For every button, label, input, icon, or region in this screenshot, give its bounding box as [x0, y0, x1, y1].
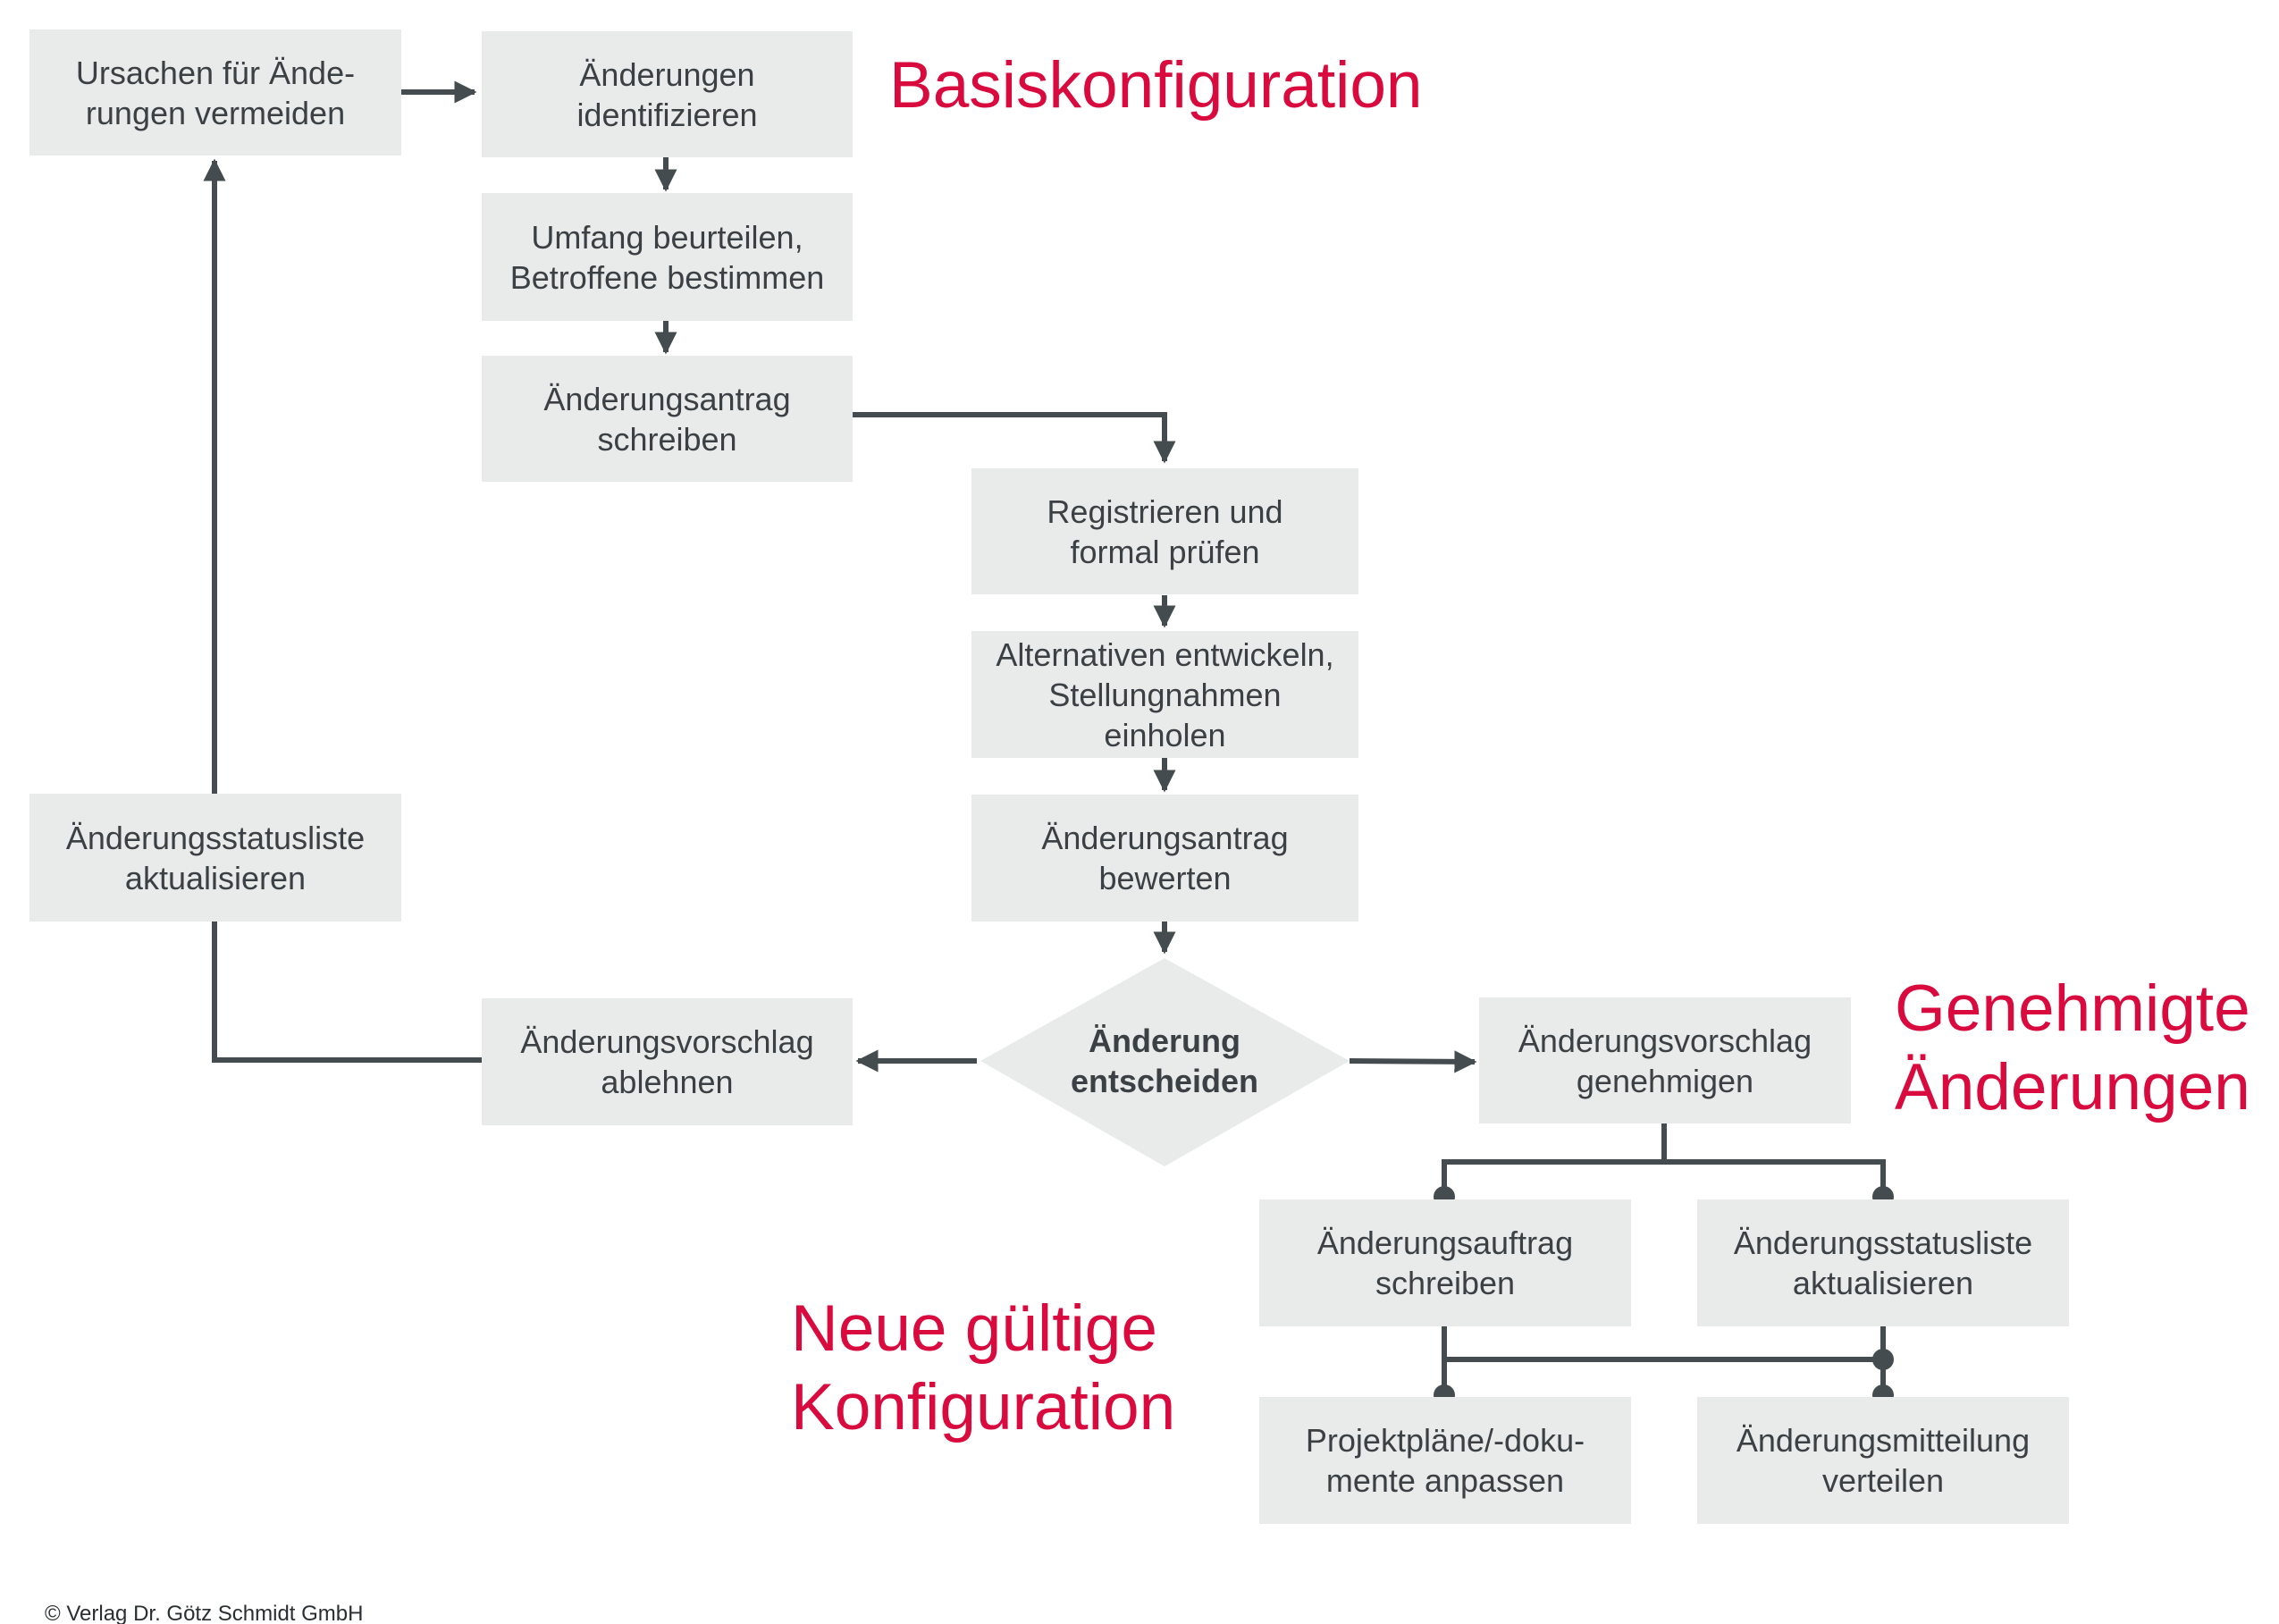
- heading-neue-konfiguration: Neue gültige Konfiguration: [791, 1292, 1176, 1443]
- decision-diamond: [980, 958, 1350, 1166]
- node-umfang: Umfang beurteilen, Betroffene bestimmen: [482, 193, 853, 321]
- edge-branch-bar-top: [1442, 1159, 1886, 1197]
- node-antrag-bewerten: Änderungsantrag bewerten: [971, 795, 1358, 921]
- node-auftrag-schreiben: Änderungsauftrag schreiben: [1259, 1199, 1631, 1326]
- node-mitteilung: Änderungsmitteilung verteilen: [1697, 1397, 2069, 1524]
- heading-basiskonfiguration: Basiskonfiguration: [889, 49, 1423, 122]
- node-statusliste-links-label: Änderungsstatusliste aktualisieren: [65, 819, 366, 896]
- node-antrag-schreiben-label: Änderungsantrag schreiben: [543, 380, 791, 458]
- node-statusliste-rechts: Änderungsstatusliste aktualisieren: [1697, 1199, 2069, 1326]
- node-genehmigen-label: Änderungsvorschlag genehmigen: [1518, 1022, 1812, 1099]
- dot-branch-junction: [1872, 1349, 1894, 1370]
- node-identifizieren: Änderungen identifizieren: [482, 31, 853, 157]
- node-antrag-schreiben: Änderungsantrag schreiben: [482, 356, 853, 482]
- edge-entscheiden-genehmigen: [1349, 1050, 1477, 1073]
- node-projektplaene: Projektpläne/-doku- mente anpassen: [1259, 1397, 1631, 1524]
- node-alternativen: Alternativen entwickeln, Stellungnahmen …: [971, 631, 1358, 758]
- heading-genehmigte-aenderungen: Genehmigte Änderungen: [1895, 972, 2250, 1123]
- node-auftrag-schreiben-label: Änderungsauftrag schreiben: [1316, 1224, 1574, 1301]
- node-registrieren-label: Registrieren und formal prüfen: [1047, 492, 1283, 570]
- node-registrieren: Registrieren und formal prüfen: [971, 468, 1358, 594]
- node-statusliste-rechts-label: Änderungsstatusliste aktualisieren: [1733, 1224, 2033, 1301]
- node-antrag-bewerten-label: Änderungsantrag bewerten: [1041, 820, 1289, 896]
- node-ablehnen-label: Änderungsvorschlag ablehnen: [520, 1023, 814, 1100]
- node-mitteilung-label: Änderungsmitteilung verteilen: [1736, 1422, 2031, 1499]
- copyright-footer: © Verlag Dr. Götz Schmidt GmbH: [45, 1602, 364, 1624]
- node-ablehnen: Änderungsvorschlag ablehnen: [482, 998, 853, 1125]
- node-genehmigen: Änderungsvorschlag genehmigen: [1479, 997, 1851, 1123]
- node-umfang-label: Umfang beurteilen, Betroffene bestimmen: [509, 218, 825, 296]
- node-projektplaene-label: Projektpläne/-doku- mente anpassen: [1305, 1422, 1585, 1499]
- node-ursachen-label: Ursachen für Ände- rungen vermeiden: [75, 54, 356, 131]
- node-alternativen-label: Alternativen entwickeln, Stellungnahmen …: [996, 635, 1334, 753]
- node-statusliste-links: Änderungsstatusliste aktualisieren: [29, 794, 401, 921]
- node-entscheiden-label: Änderung entscheiden: [1070, 1022, 1259, 1099]
- node-ursachen: Ursachen für Ände- rungen vermeiden: [29, 29, 401, 156]
- edge-ablehnen-statusliste: [212, 921, 482, 1063]
- edge-antrag-registrieren: [852, 412, 1176, 464]
- node-identifizieren-label: Änderungen identifizieren: [576, 55, 758, 133]
